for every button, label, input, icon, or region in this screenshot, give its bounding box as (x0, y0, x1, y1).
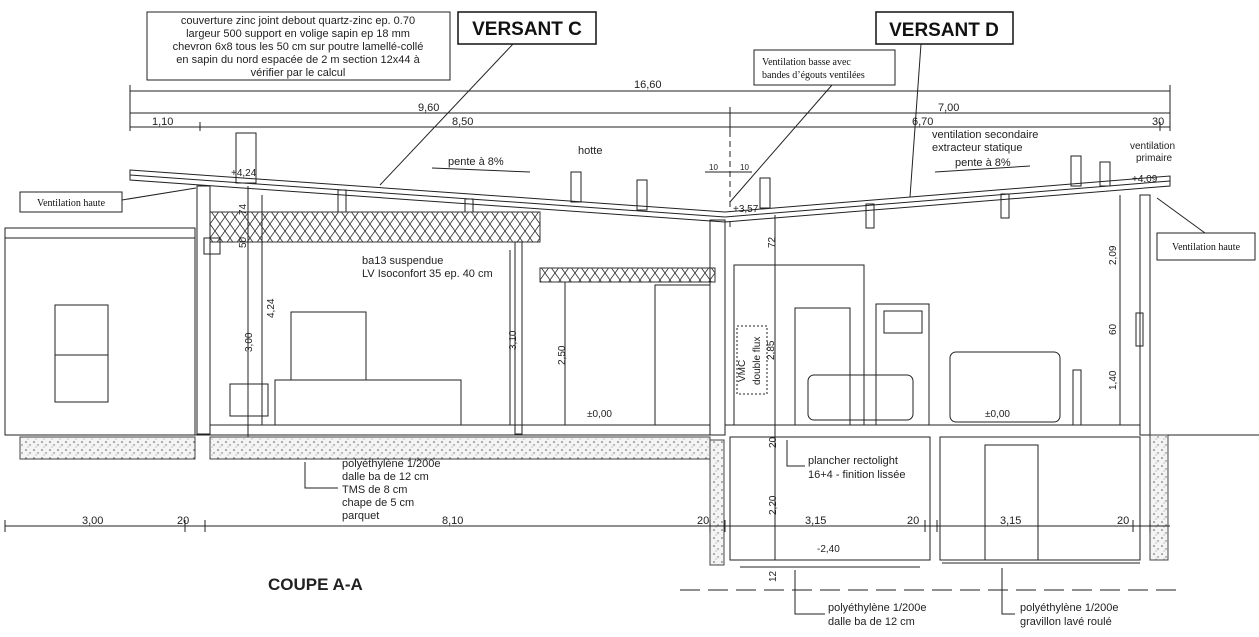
svg-text:10: 10 (709, 163, 718, 172)
ventilation-primaire-label: ventilation (1130, 141, 1175, 152)
svg-text:20: 20 (907, 515, 919, 527)
svg-text:vérifier par le calcul: vérifier par le calcul (251, 67, 346, 79)
bottom-note-left: polyéthylène 1/200e dalle ba de 12 cm (794, 570, 926, 628)
svg-text:en sapin du nord espacée de 2: en sapin du nord espacée de 2 m section … (176, 54, 420, 66)
svg-text:Ventilation basse avec: Ventilation basse avec (762, 57, 851, 68)
svg-text:polyéthylène 1/200e: polyéthylène 1/200e (342, 458, 440, 470)
svg-text:3,15: 3,15 (805, 515, 826, 527)
vmc-label: VMC double flux (737, 337, 763, 385)
versant-d-label: VERSANT D (875, 11, 1014, 198)
svg-text:2,20: 2,20 (768, 495, 779, 515)
svg-text:dalle ba de 12 cm: dalle ba de 12 cm (342, 471, 429, 483)
svg-text:20: 20 (177, 515, 189, 527)
plancher-note: plancher rectolight 16+4 - finition liss… (786, 440, 906, 481)
level-000-living: ±0,00 (587, 409, 612, 420)
ceiling-insulation-2 (539, 267, 716, 283)
svg-text:20: 20 (697, 515, 709, 527)
annex (4, 227, 221, 436)
svg-text:couverture zinc joint debout q: couverture zinc joint debout quartz-zinc… (181, 15, 415, 27)
ventilation-basse-label: Ventilation basse avec bandes d’égouts v… (729, 49, 896, 203)
ventilation-secondaire-label-2: extracteur statique (932, 142, 1023, 154)
roof-vents (235, 132, 1111, 211)
svg-text:3,15: 3,15 (1000, 515, 1021, 527)
slope-left: pente à 8% (431, 156, 531, 173)
svg-text:72: 72 (767, 236, 778, 248)
svg-text:double flux: double flux (752, 337, 763, 385)
svg-text:polyéthylène 1/200e: polyéthylène 1/200e (1020, 602, 1118, 614)
svg-text:10: 10 (740, 163, 749, 172)
svg-text:60: 60 (1108, 323, 1119, 335)
svg-text:3,00: 3,00 (244, 332, 255, 352)
svg-text:4,24: 4,24 (266, 298, 277, 318)
svg-text:chevron 6x8 tous les 50 cm sur: chevron 6x8 tous les 50 cm sur poutre la… (173, 41, 424, 53)
svg-text:3,10: 3,10 (508, 330, 519, 350)
svg-text:16+4 - finition lissée: 16+4 - finition lissée (808, 469, 906, 481)
svg-text:2,85: 2,85 (766, 340, 777, 360)
svg-text:20: 20 (1117, 515, 1129, 527)
svg-text:VMC: VMC (737, 360, 748, 382)
level-000-garage: ±0,00 (985, 409, 1010, 420)
hotte-label: hotte (578, 145, 602, 157)
ventilation-haute-left-label: Ventilation haute (19, 187, 197, 213)
svg-text:74: 74 (238, 203, 249, 215)
svg-text:gravillon lavé roulé: gravillon lavé roulé (1020, 616, 1112, 628)
svg-text:1,10: 1,10 (152, 116, 173, 128)
ceiling-insulation (209, 211, 541, 243)
roof (129, 169, 1171, 229)
svg-text:chape de 5 cm: chape de 5 cm (342, 497, 414, 509)
versant-c-label: VERSANT C (379, 11, 597, 186)
ventilation-secondaire-label: ventilation secondaire (932, 129, 1038, 141)
svg-text:largeur 500 support en volige: largeur 500 support en volige sapin ep 1… (186, 28, 410, 40)
level-357: +3,57 (733, 204, 759, 215)
svg-text:pente à 8%: pente à 8% (448, 156, 504, 168)
svg-text:8,50: 8,50 (452, 116, 473, 128)
bottom-note-right: polyéthylène 1/200e gravillon lavé roulé (1001, 568, 1118, 628)
svg-text:Ventilation haute: Ventilation haute (1172, 242, 1241, 253)
vertical-dimensions: 74 50 4,24 3,00 3,10 2,50 72 2,85 2,09 6… (238, 186, 1121, 582)
svg-text:6,70: 6,70 (912, 116, 933, 128)
svg-text:7,00: 7,00 (938, 102, 959, 114)
roof-spec-note: couverture zinc joint debout quartz-zinc… (146, 11, 451, 81)
ventilation-haute-right-label: Ventilation haute (1156, 197, 1256, 261)
svg-text:TMS de 8 cm: TMS de 8 cm (342, 484, 407, 496)
top-dimensions: 16,60 9,60 7,00 1,10 8,50 6,70 30 10 10 (129, 79, 1171, 230)
svg-text:30: 30 (1152, 116, 1164, 128)
level-409: +4,09 (1132, 174, 1158, 185)
svg-text:dalle ba de 12 cm: dalle ba de 12 cm (828, 616, 915, 628)
svg-text:12: 12 (768, 570, 779, 582)
bottom-dimensions: 3,00 20 8,10 20 3,15 20 3,15 20 (4, 515, 1170, 532)
svg-text:2,50: 2,50 (557, 345, 568, 365)
svg-text:pente à 8%: pente à 8% (955, 157, 1011, 169)
svg-text:50: 50 (238, 236, 249, 248)
svg-text:9,60: 9,60 (418, 102, 439, 114)
svg-text:16,60: 16,60 (634, 79, 662, 91)
floor-note-left: polyéthylène 1/200e dalle ba de 12 cm TM… (304, 458, 440, 522)
level-240: -2,40 (817, 544, 840, 555)
svg-text:VERSANT D: VERSANT D (889, 20, 999, 41)
svg-text:plancher rectolight: plancher rectolight (808, 455, 898, 467)
svg-text:Ventilation haute: Ventilation haute (37, 198, 106, 209)
walls (30, 185, 1151, 436)
level-424: +4,24 (231, 168, 257, 179)
svg-text:2,09: 2,09 (1108, 245, 1119, 265)
ceiling-note: ba13 suspendue (362, 255, 443, 267)
svg-text:8,10: 8,10 (442, 515, 463, 527)
ventilation-primaire-label-2: primaire (1136, 153, 1173, 164)
svg-text:20: 20 (768, 436, 779, 448)
drawing-title: COUPE A-A (268, 575, 363, 594)
svg-text:parquet: parquet (342, 510, 379, 522)
svg-text:1,40: 1,40 (1108, 370, 1119, 390)
ground (19, 434, 1259, 591)
svg-text:bandes d’égouts ventilées: bandes d’égouts ventilées (762, 70, 865, 81)
svg-text:VERSANT C: VERSANT C (472, 19, 582, 40)
ceiling-note-2: LV Isoconfort 35 ep. 40 cm (362, 268, 493, 280)
slope-right: pente à 8% (934, 157, 1031, 173)
svg-text:polyéthylène 1/200e: polyéthylène 1/200e (828, 602, 926, 614)
furniture (229, 264, 1144, 426)
svg-text:3,00: 3,00 (82, 515, 103, 527)
